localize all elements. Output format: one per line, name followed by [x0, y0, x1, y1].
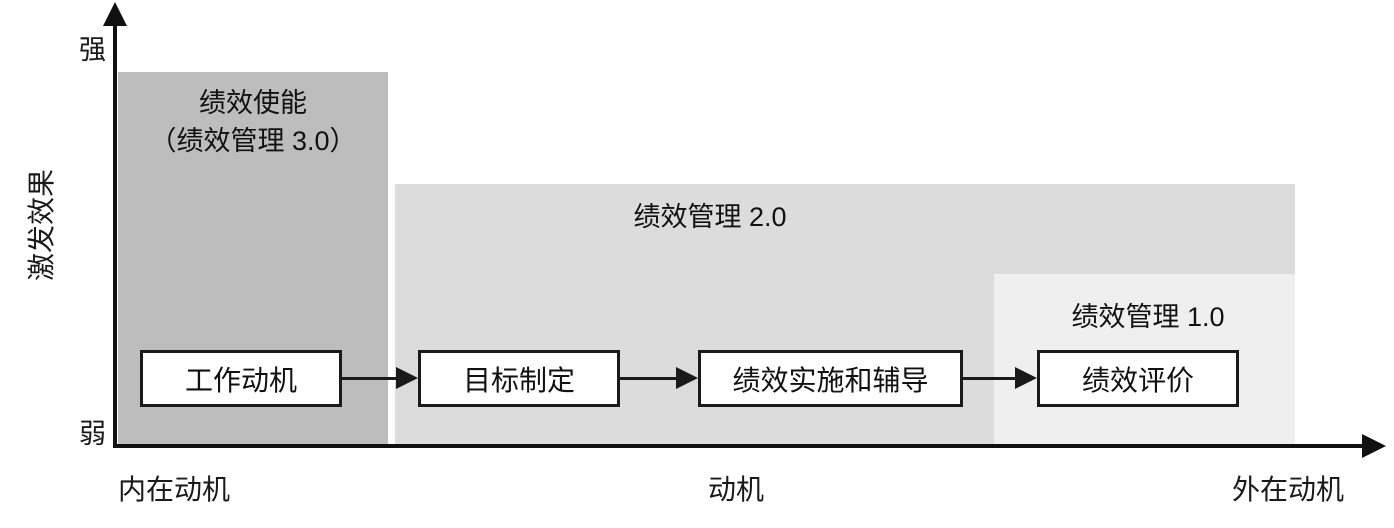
x-axis-title: 动机 [708, 475, 765, 506]
band-label-performance-management-1: 绩效管理 1.0 [1071, 302, 1225, 332]
y-axis-arrowhead-icon [103, 2, 127, 26]
connector-line-2 [620, 377, 676, 380]
x-axis-arrowhead-icon [1362, 434, 1386, 458]
band-label-line-1: 绩效使能 [199, 88, 307, 118]
y-axis-tick-label-strong: 强 [79, 35, 106, 65]
connector-arrowhead-icon-3 [1015, 367, 1037, 389]
x-axis-tick-label-extrinsic: 外在动机 [1232, 475, 1345, 506]
y-axis-tick-label-weak: 弱 [79, 419, 106, 449]
connector-arrowhead-icon-1 [396, 367, 418, 389]
process-box-work-motivation: 工作动机 [140, 350, 342, 407]
connector-line-3 [963, 377, 1015, 380]
x-axis-tick-label-intrinsic: 内在动机 [118, 475, 231, 506]
process-box-performance-appraisal: 绩效评价 [1037, 350, 1239, 407]
band-label-line-2: （绩效管理 3.0） [149, 126, 357, 157]
band-label-performance-enablement: 绩效使能 （绩效管理 3.0） [118, 84, 388, 161]
connector-line-1 [342, 377, 396, 380]
y-axis-title: 激发效果 [27, 169, 58, 282]
connector-arrowhead-icon-2 [676, 367, 698, 389]
band-label-performance-management-2: 绩效管理 2.0 [633, 202, 787, 232]
process-box-goal-setting: 目标制定 [418, 350, 620, 407]
y-axis-line [113, 20, 117, 448]
process-box-performance-execution: 绩效实施和辅导 [698, 350, 963, 407]
x-axis-line [113, 444, 1371, 448]
